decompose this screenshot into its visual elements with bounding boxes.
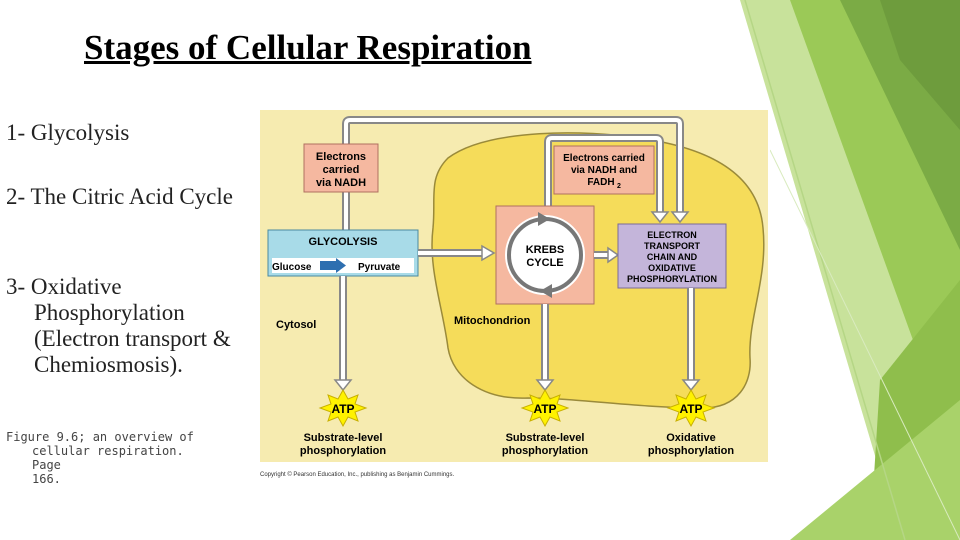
nadh-label-line: via NADH [316,177,366,189]
nadh-arrow-inner [344,118,682,248]
atp-label: ATP [679,402,702,416]
atp-label: ATP [331,402,354,416]
phosphorylation-label: Substrate-level [304,432,383,444]
glycolysis-label: GLYCOLYSIS [309,236,378,248]
caption-line: Figure 9.6; an overview of [6,430,194,444]
glucose-label: Glucose [272,262,312,273]
phosphorylation-label: phosphorylation [300,445,386,457]
stage-glycolysis: 1- Glycolysis [6,120,130,145]
stage-oxidative-phosphorylation: 3- Oxidative Phosphorylation (Electron t… [6,274,231,377]
nadh-label-line: Electrons [316,151,366,163]
phosphorylation-label: phosphorylation [502,445,588,457]
atp-label: ATP [533,402,556,416]
fadh-label-box [553,145,655,195]
krebs-label: KREBS [526,244,565,256]
etc-label: OXIDATIVE [648,263,696,273]
cellular-respiration-figure: Electrons carried via NADH Electrons car… [258,108,770,484]
etc-label: CHAIN AND [647,252,698,262]
copyright-text: Copyright © Pearson Education, Inc., pub… [260,471,455,478]
phosphorylation-label: Substrate-level [506,432,585,444]
caption-line: 166. [32,472,61,486]
fadh-arrow-inner [546,136,662,216]
glycolysis-arrow [320,258,346,273]
etc-label: ELECTRON [647,230,697,240]
atp-burst-3 [666,388,716,428]
etc-box [617,223,727,289]
fadh-label-line: FADH [587,177,614,188]
krebs-label: CYCLE [526,257,563,269]
fadh-label-line: Electrons carried [563,153,645,164]
cytosol-label: Cytosol [276,319,316,331]
fadh-subscript: 2 [617,183,621,190]
nadh-label-line: carried [323,164,360,176]
krebs-circle-bg [505,215,585,295]
etc-label: TRANSPORT [644,241,701,251]
figure-caption: Figure 9.6; an overview of cellular resp… [6,430,216,486]
pyruvate-label: Pyruvate [358,262,401,273]
phosphorylation-label: Oxidative [666,432,716,444]
caption-line: cellular respiration. Page [32,444,184,472]
atp-burst-1 [318,388,368,428]
nadh-label-box [303,143,379,193]
atp-burst-2 [520,388,570,428]
etc-label: PHOSPHORYLATION [627,274,717,284]
stage-citric-acid-cycle: 2- The Citric Acid Cycle [6,184,233,209]
mitochondrion-label: Mitochondrion [454,315,531,327]
fadh-label-line: via NADH and [571,165,637,176]
phosphorylation-label: phosphorylation [648,445,734,457]
page-title: Stages of Cellular Respiration [84,28,532,67]
